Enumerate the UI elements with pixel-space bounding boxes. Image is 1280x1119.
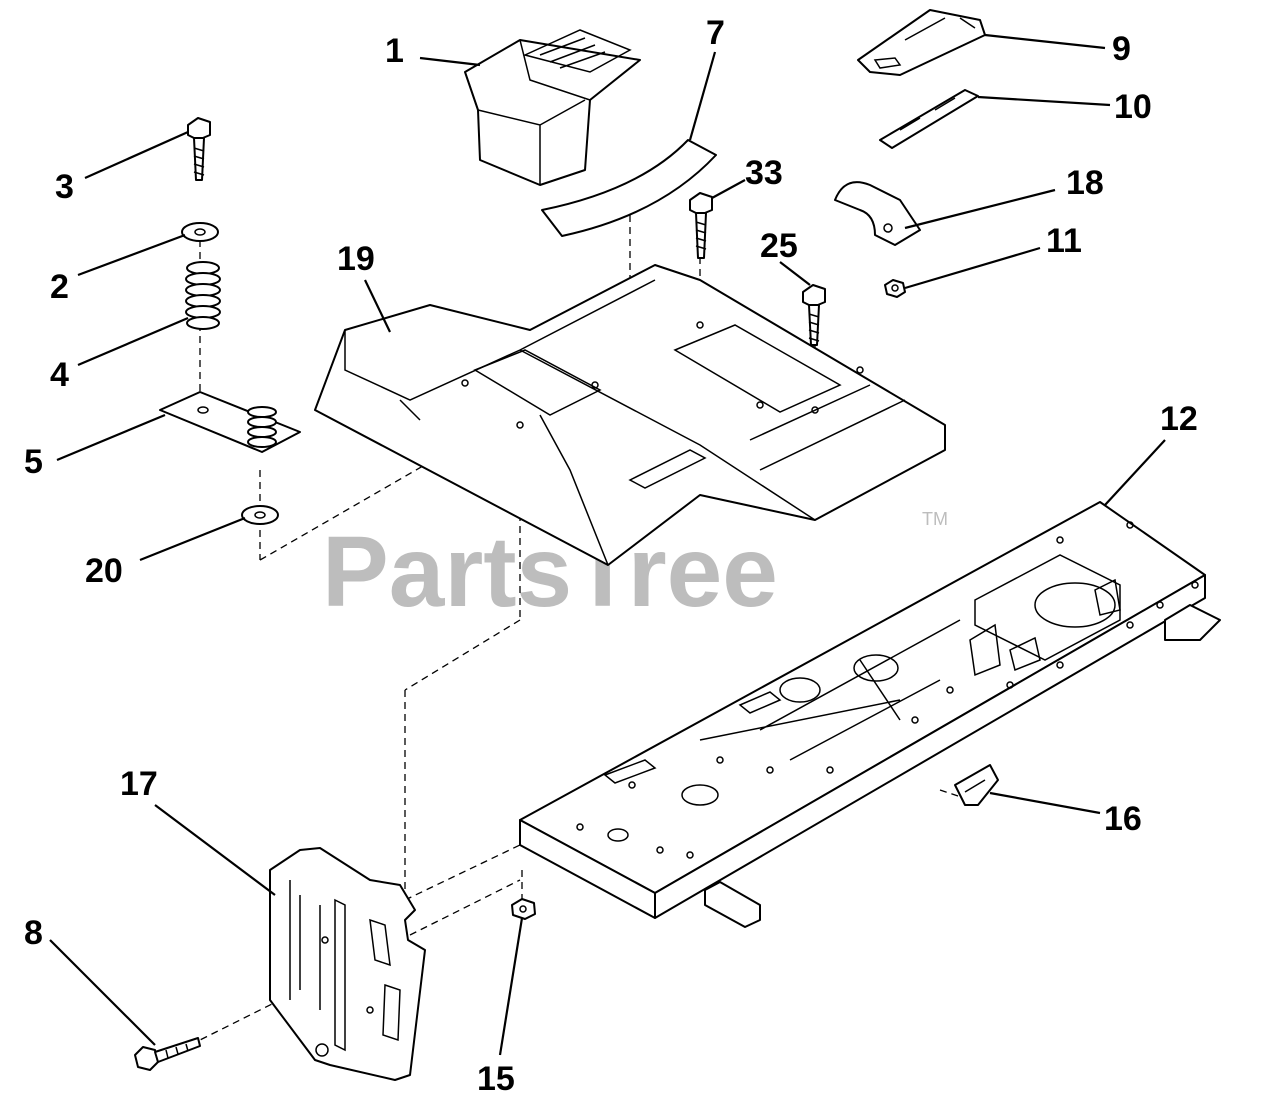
leader-lines — [49, 33, 1166, 1056]
callout-18: 18 — [1066, 164, 1104, 202]
part-10-strap — [879, 89, 979, 149]
callout-8: 8 — [24, 914, 43, 952]
part-5-mounting-plate — [159, 391, 301, 453]
part-25-bolt — [802, 284, 826, 346]
callout-5: 5 — [24, 443, 43, 481]
callout-9: 9 — [1112, 30, 1131, 68]
part-4-spring — [185, 261, 221, 330]
callout-1: 1 — [385, 32, 404, 70]
part-1-battery-box — [464, 29, 641, 186]
part-18-clamp — [834, 181, 921, 246]
part-3-bolt — [187, 117, 211, 181]
callout-16: 16 — [1104, 800, 1142, 838]
callout-7: 7 — [706, 14, 725, 52]
part-2-washer — [181, 222, 219, 242]
callout-20: 20 — [85, 552, 123, 590]
callout-2: 2 — [50, 268, 69, 306]
part-9-bracket — [857, 9, 986, 76]
callout-17: 17 — [120, 765, 158, 803]
part-17-front-plate — [269, 847, 426, 1081]
part-33-bolt — [689, 192, 713, 259]
callout-25: 25 — [760, 227, 798, 265]
callout-10: 10 — [1114, 88, 1152, 126]
callout-33: 33 — [745, 154, 783, 192]
part-7-decal — [541, 139, 717, 237]
part-20-washer — [241, 505, 279, 525]
callout-11: 11 — [1046, 222, 1082, 260]
watermark-trademark: TM — [922, 509, 948, 529]
part-16-clip — [954, 764, 999, 806]
callout-12: 12 — [1160, 400, 1198, 438]
callout-19: 19 — [337, 240, 375, 278]
part-8-bolt — [134, 1037, 201, 1071]
callout-3: 3 — [55, 168, 74, 206]
callout-15: 15 — [477, 1060, 515, 1098]
callout-numbers: 1 2 3 4 5 7 8 9 10 11 12 15 16 17 18 19 … — [24, 14, 1198, 1098]
part-11-nut — [884, 279, 906, 298]
callout-4: 4 — [50, 356, 69, 394]
part-12-frame — [519, 501, 1221, 928]
part-19-fender-pan — [314, 264, 946, 566]
part-15-nut — [511, 898, 536, 920]
